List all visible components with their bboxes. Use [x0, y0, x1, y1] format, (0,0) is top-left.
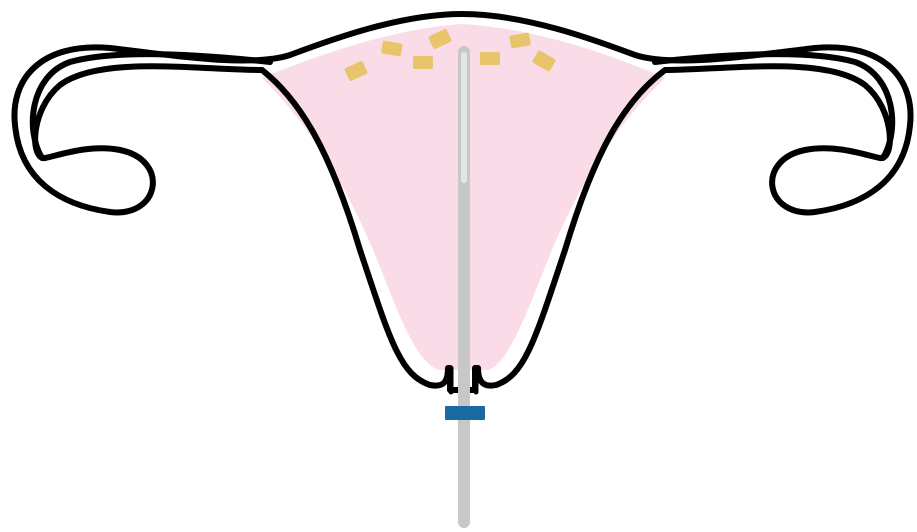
tissue-fragment: [413, 56, 433, 69]
cervical-stop-icon: [445, 406, 485, 420]
tissue-fragment: [480, 52, 500, 65]
